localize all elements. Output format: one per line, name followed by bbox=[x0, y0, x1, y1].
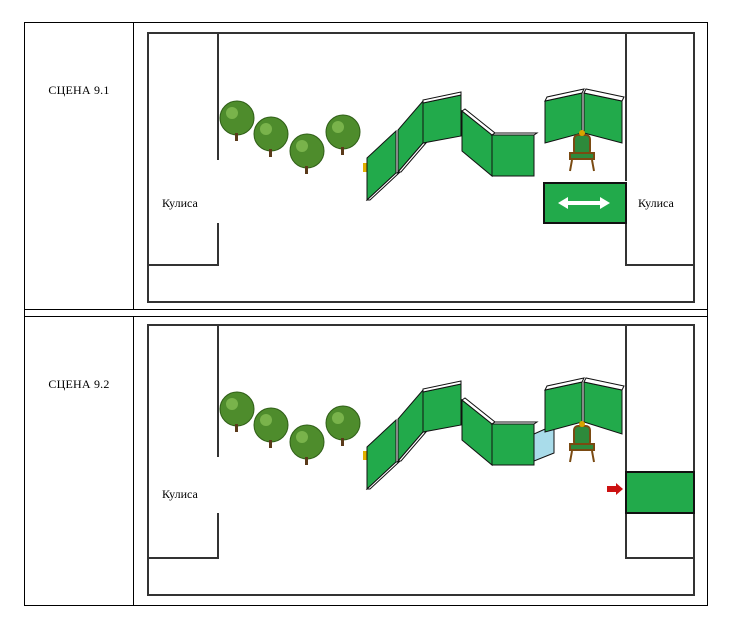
sliding-wagon bbox=[625, 471, 695, 514]
red-arrow-icon bbox=[607, 483, 623, 495]
right-wing-label: Кулиса bbox=[638, 196, 674, 210]
scene-label-9-2: СЦЕНА 9.2 bbox=[48, 377, 110, 391]
throne-icon bbox=[569, 421, 595, 463]
scene-9-2-diagram: Кулиса bbox=[147, 324, 695, 596]
scene-diagram-cell: Кулиса bbox=[133, 316, 708, 606]
tree-icon bbox=[253, 407, 289, 448]
left-wing-label: Кулиса bbox=[162, 487, 198, 501]
stage-outline bbox=[147, 324, 695, 596]
left-wing-wall-lower bbox=[148, 513, 219, 559]
folding-screen bbox=[365, 91, 539, 202]
tree-icon bbox=[253, 116, 289, 157]
throne-icon bbox=[569, 130, 595, 172]
scene-label-9-1: СЦЕНА 9.1 bbox=[48, 83, 110, 97]
tree-icon bbox=[325, 405, 361, 446]
lamp-icon bbox=[363, 451, 367, 460]
left-wing-label: Кулиса bbox=[162, 196, 198, 210]
angled-panels bbox=[544, 88, 625, 144]
tree-icon bbox=[289, 424, 325, 465]
scene-label-cell: СЦЕНА 9.1 bbox=[24, 22, 134, 310]
scene-diagram-cell: Кулиса Кулиса bbox=[133, 22, 708, 310]
left-wing-wall-lower bbox=[148, 223, 219, 266]
scene-9-1-diagram: Кулиса Кулиса bbox=[147, 32, 695, 303]
right-wing-wall-lower bbox=[625, 223, 694, 266]
right-wing-wall-lower bbox=[625, 513, 694, 559]
folding-screen bbox=[365, 380, 555, 491]
tree-icon bbox=[219, 100, 255, 141]
lamp-icon bbox=[363, 163, 367, 172]
tree-icon bbox=[325, 114, 361, 155]
tree-icon bbox=[289, 133, 325, 174]
stage-outline bbox=[147, 32, 695, 303]
scene-label-cell: СЦЕНА 9.2 bbox=[24, 316, 134, 606]
angled-panels bbox=[544, 377, 625, 435]
scenes-table: СЦЕНА 9.1 Кулиса Кулиса bbox=[24, 22, 708, 606]
double-arrow-icon bbox=[558, 197, 610, 209]
tree-icon bbox=[219, 391, 255, 432]
